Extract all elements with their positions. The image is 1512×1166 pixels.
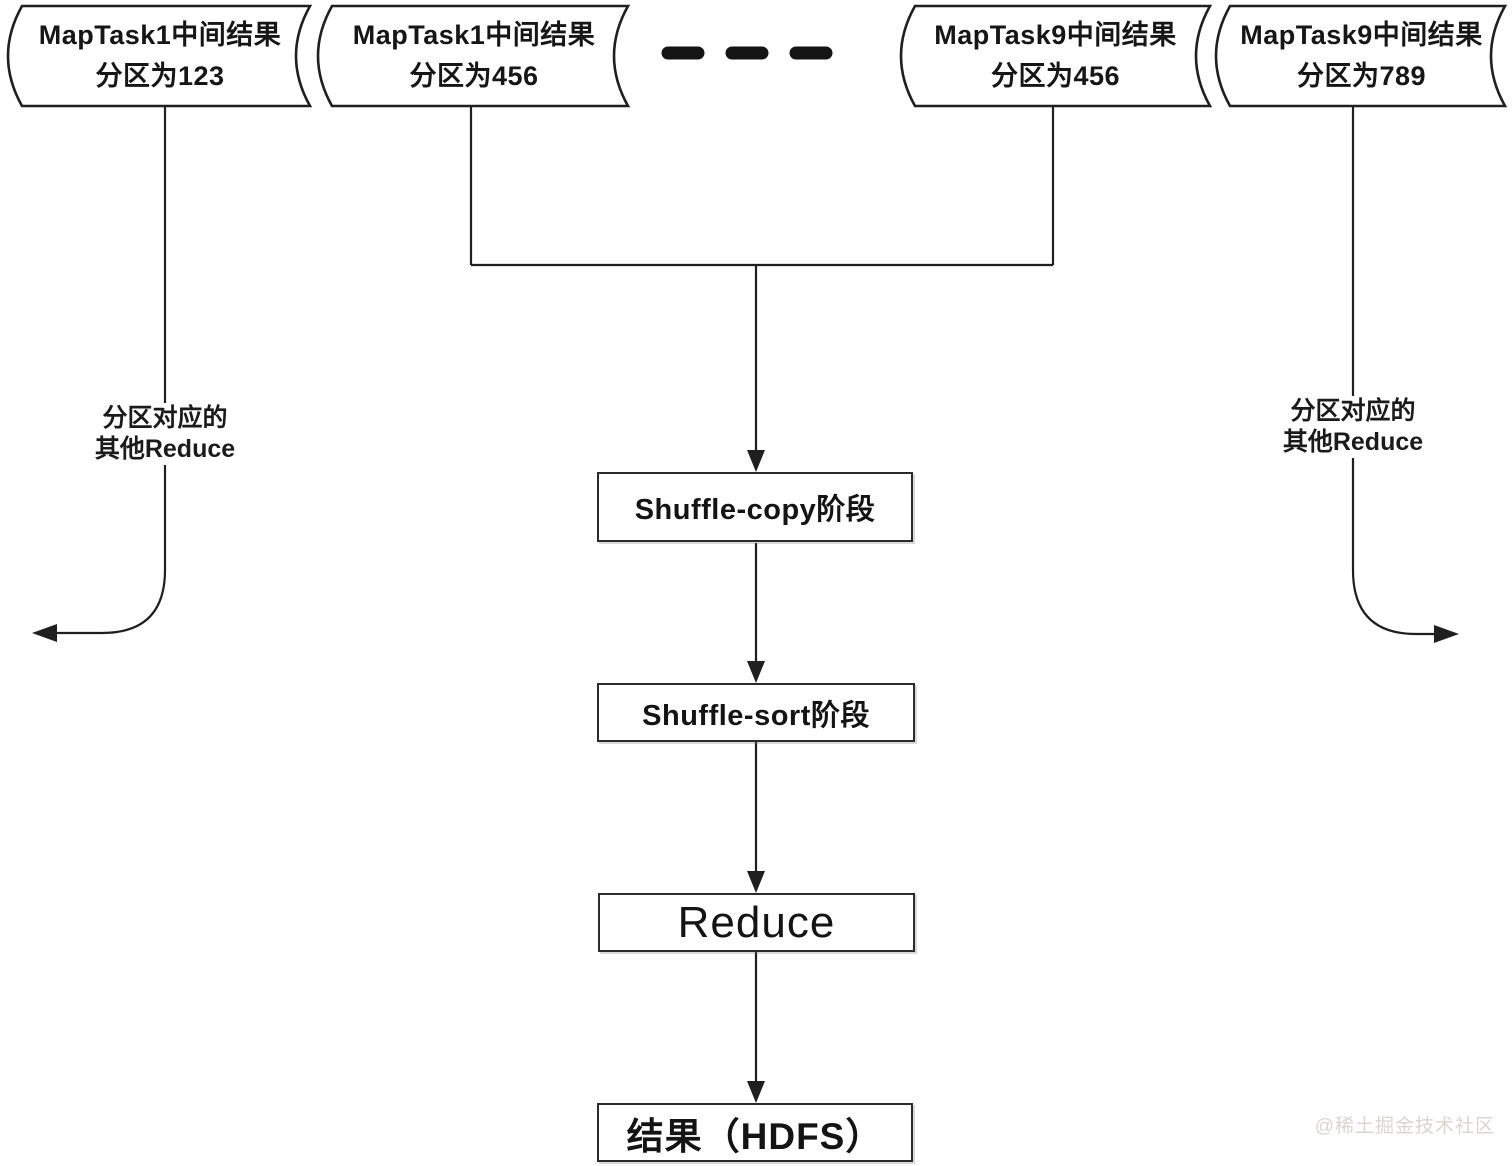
map-output-shape-3 <box>899 4 1213 108</box>
left-branch-line <box>50 106 167 635</box>
map-output-label-4: MapTask9中间结果 分区为789 <box>1218 6 1505 106</box>
connector-lines <box>50 106 1440 1099</box>
map-output-4-line2: 分区为789 <box>1296 61 1427 91</box>
map-output-label-3: MapTask9中间结果 分区为456 <box>903 6 1208 106</box>
map-output-1-line1: MapTask1中间结果 <box>38 20 282 50</box>
right-other-reduce-line2: 其他Reduce <box>1282 428 1424 456</box>
stage-result-box: 结果（HDFS） <box>597 1103 913 1162</box>
reduce-arrowhead-icon <box>747 871 765 893</box>
result-arrowhead-icon <box>747 1081 765 1103</box>
map-output-1-line2: 分区为123 <box>95 61 225 91</box>
map-output-2-line2: 分区为456 <box>409 61 539 91</box>
right-other-reduce-label: 分区对应的 其他Reduce <box>1253 396 1453 458</box>
map-output-shape-4 <box>1214 4 1508 108</box>
map-output-shapes <box>6 4 1508 108</box>
map-output-4-line1: MapTask9中间结果 <box>1240 20 1483 50</box>
right-branch-line <box>1351 106 1440 636</box>
left-other-reduce-line1: 分区对应的 <box>102 404 228 432</box>
stage-shuffle-copy-box: Shuffle-copy阶段 <box>597 472 913 542</box>
right-other-reduce-line1: 分区对应的 <box>1290 397 1416 425</box>
map-output-label-2: MapTask1中间结果 分区为456 <box>322 6 626 106</box>
stage-shuffle-sort-box: Shuffle-sort阶段 <box>597 683 915 742</box>
map-output-shape-2 <box>316 4 631 108</box>
map-output-2-line1: MapTask1中间结果 <box>352 20 596 50</box>
left-other-reduce-label: 分区对应的 其他Reduce <box>65 403 265 465</box>
left-arrowhead-icon <box>32 624 57 642</box>
watermark-text: @稀土掘金技术社区 <box>1314 1116 1495 1137</box>
map-output-3-line2: 分区为456 <box>990 61 1121 91</box>
sort-arrowhead-icon <box>747 661 765 683</box>
copy-arrowhead-icon <box>747 450 765 472</box>
right-arrowhead-icon <box>1434 625 1459 643</box>
stage-reduce-box: Reduce <box>598 893 915 952</box>
left-other-reduce-line2: 其他Reduce <box>94 435 236 463</box>
map-output-3-line1: MapTask9中间结果 <box>934 20 1177 50</box>
map-output-shape-1 <box>6 4 313 108</box>
arrowheads <box>32 450 1459 1103</box>
map-output-label-1: MapTask1中间结果 分区为123 <box>10 6 310 106</box>
